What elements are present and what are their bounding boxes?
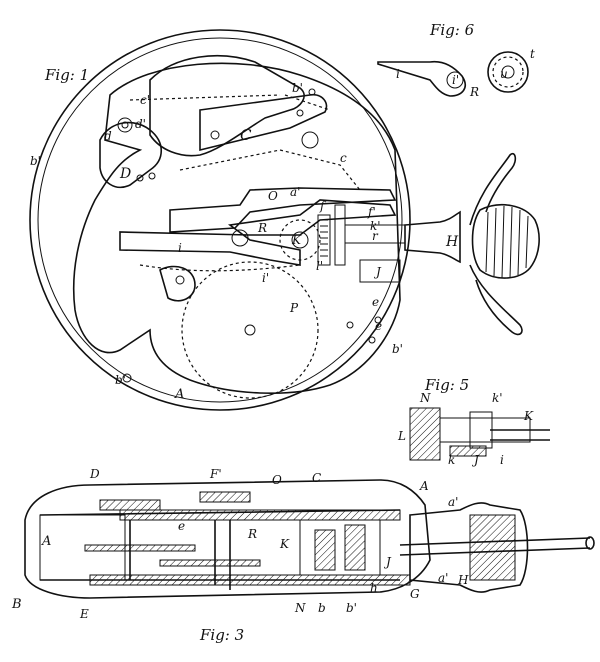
label: a' [438, 571, 448, 585]
gear-t [488, 52, 528, 92]
screw [149, 173, 155, 179]
pillar-plate-outline [74, 63, 400, 393]
label: F' [209, 467, 222, 481]
sliding-pinion-ridges [320, 220, 328, 256]
label: A [174, 387, 184, 402]
dial-plate [120, 510, 400, 520]
label: K [279, 537, 290, 551]
screw [211, 131, 219, 139]
winding-pinion [335, 205, 345, 265]
barrel-wheel-P [182, 262, 318, 398]
label: E [79, 607, 89, 621]
fig3-caption: Fig: 3 [199, 626, 244, 644]
fig6-caption: Fig: 6 [429, 21, 475, 39]
label: R [247, 527, 257, 541]
label: l' [316, 259, 323, 273]
pillar [347, 322, 353, 328]
label: e [372, 295, 379, 309]
label: C [312, 471, 321, 485]
label: K [291, 233, 302, 247]
F-section [200, 492, 250, 502]
label: c' [140, 93, 150, 107]
figure-6: i i' t R u [378, 47, 535, 99]
wheel [160, 560, 260, 566]
figure-3 [25, 480, 594, 598]
label: u [500, 67, 508, 81]
label: t [530, 47, 535, 61]
pillar-plate-E [90, 575, 410, 585]
pillar [297, 110, 303, 116]
label: k' [370, 219, 381, 233]
pillar [369, 337, 375, 343]
label: b [318, 601, 326, 615]
label: b' [292, 81, 303, 95]
label: e [375, 319, 382, 333]
label: e [178, 519, 185, 533]
fig1-labels: b' C D d' d c' c b' O a' f f' R i K H r … [30, 81, 459, 402]
label: B [11, 597, 22, 612]
gear-t-teeth [493, 57, 523, 87]
label: O [268, 189, 278, 203]
label: C [240, 126, 252, 144]
label: L [397, 429, 406, 443]
label: i [500, 453, 504, 467]
label: i' [262, 271, 269, 285]
label: f' [367, 205, 376, 219]
label: A [419, 479, 429, 493]
pinion-section [345, 525, 365, 570]
label: b' [115, 373, 126, 387]
jewel-d [118, 118, 132, 132]
bridge-D-section [100, 500, 160, 510]
label: i [178, 241, 182, 255]
label: G [410, 587, 420, 601]
label: D [119, 166, 131, 182]
label: k [448, 453, 455, 467]
bridge-C-arm [200, 95, 327, 150]
crown-section [470, 515, 515, 580]
label: k' [492, 391, 503, 405]
label: A [41, 534, 51, 549]
label: a' [290, 185, 300, 199]
label: i' [452, 73, 459, 87]
label: i [396, 67, 400, 81]
pinion-section [315, 530, 335, 570]
fig5-caption: Fig: 5 [424, 376, 469, 394]
label: N [294, 601, 306, 615]
label: h [370, 581, 378, 595]
housing [410, 408, 440, 460]
label: P [289, 301, 299, 315]
crown-knurling [486, 206, 528, 278]
label: d' [135, 117, 146, 131]
label: J [383, 555, 392, 569]
label: b' [392, 342, 403, 356]
label: H [457, 573, 469, 587]
label: d [104, 129, 112, 143]
label: R [469, 85, 479, 99]
label: J [373, 265, 382, 279]
wheel [85, 545, 195, 551]
fig1-caption: Fig: 1 [44, 66, 89, 84]
label: O [272, 473, 282, 487]
jewel [302, 132, 318, 148]
winding-mechanism [300, 520, 380, 575]
figure-5: N k' K L k J i [397, 391, 550, 467]
slide-J [450, 446, 486, 456]
label: D [89, 467, 100, 481]
label: H [445, 234, 459, 250]
figure-1 [30, 30, 539, 410]
inner-case-ring [38, 38, 402, 402]
screw [176, 276, 184, 284]
label: R [257, 221, 267, 235]
pinion-k [470, 412, 492, 448]
label: K [523, 409, 534, 423]
bow-lower [470, 265, 522, 334]
label: a' [448, 495, 458, 509]
label: b' [346, 601, 357, 615]
barrel-arbor [245, 325, 255, 335]
crown [473, 205, 540, 278]
label: b' [30, 154, 41, 168]
